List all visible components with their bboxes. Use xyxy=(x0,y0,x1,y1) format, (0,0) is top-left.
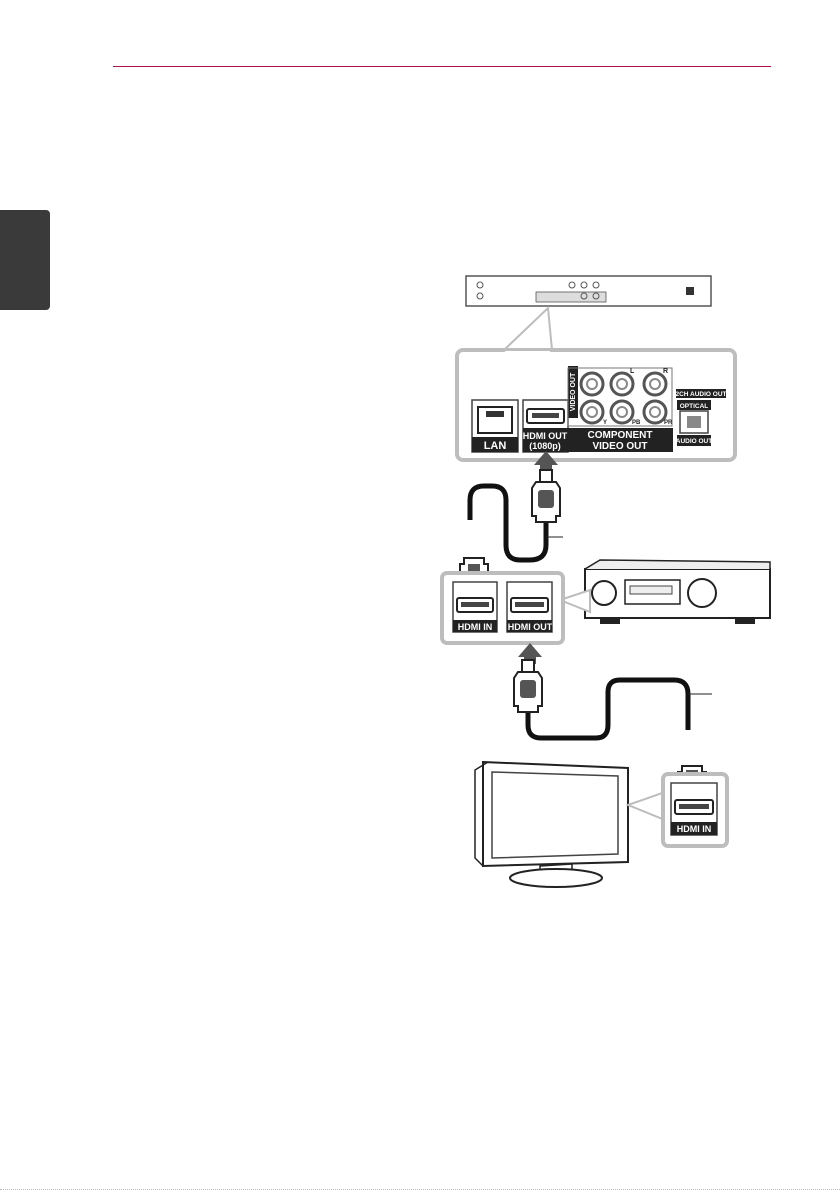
audio-out-label: AUDIO OUT xyxy=(676,438,713,445)
jack-r-label: R xyxy=(663,368,668,375)
receiver-hdmi-out-label: HDMI OUT xyxy=(508,622,553,632)
hdmi-out-port: HDMI OUT (1080p) xyxy=(523,400,568,452)
tv-hdmi-panel: HDMI IN xyxy=(663,774,727,846)
audio-out-2ch-label: 2CH AUDIO OUT xyxy=(675,391,726,398)
av-receiver xyxy=(560,560,770,624)
video-out-vertical-label: VIDEO OUT xyxy=(570,372,577,411)
hdmi-out-label: HDMI OUT xyxy=(523,431,568,441)
player-jack-panel: LAN HDMI OUT (1080p) VIDEO OUT L R xyxy=(457,350,735,460)
tv-monitor xyxy=(475,762,665,887)
component-label: COMPONENT xyxy=(588,430,653,441)
component-jacks: VIDEO OUT L R Y PB PR COMPONENT VIDEO OU… xyxy=(568,366,673,452)
lan-port: LAN xyxy=(472,400,518,452)
page-bottom-rule xyxy=(0,1189,840,1191)
receiver-hdmi-in-label: HDMI IN xyxy=(458,622,493,632)
hdmi-out-resolution: (1080p) xyxy=(529,441,561,451)
jack-y-label: Y xyxy=(603,420,607,426)
jack-l-label: L xyxy=(630,368,635,375)
jack-pr-label: PR xyxy=(664,420,673,426)
jack-pb-label: PB xyxy=(632,420,641,426)
video-out-label: VIDEO OUT xyxy=(592,441,647,452)
optical-label: OPTICAL xyxy=(680,403,709,410)
lan-label: LAN xyxy=(484,440,507,452)
tv-hdmi-in-label: HDMI IN xyxy=(677,824,712,834)
receiver-hdmi-panel: HDMI IN HDMI OUT xyxy=(442,573,563,643)
player-rear-panel xyxy=(466,276,711,306)
